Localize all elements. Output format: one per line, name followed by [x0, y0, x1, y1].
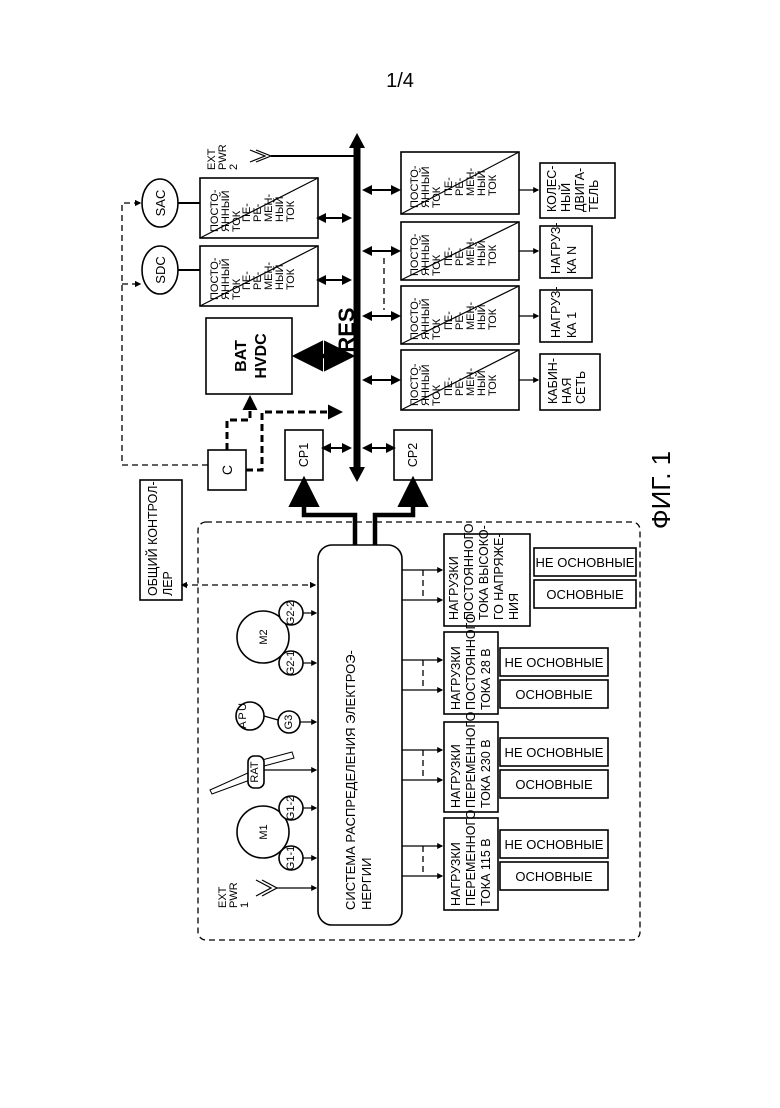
sac-node: SAC — [142, 179, 178, 227]
svg-text:G1-1: G1-1 — [285, 846, 297, 870]
m1-label: M1 — [258, 824, 270, 839]
svg-text:НЕ ОСНОВНЫЕ: НЕ ОСНОВНЫЕ — [505, 655, 604, 670]
load-cabin-network: КАБИН-НАЯСЕТЬ — [540, 354, 600, 410]
converter-right-2: ПОСТО-ЯННЫЙТОК ПЕ-РЕ-МЕН-НЫЙТОК — [401, 222, 519, 280]
power-distribution-system: СИСТЕМА РАСПРЕДЕЛЕНИЯ ЭЛЕКТРОЭ-НЕРГИИ — [318, 545, 402, 925]
apu: APU G3 — [236, 702, 316, 733]
load-wheel-motor: КОЛЕС-НЫЙДВИГА-ТЕЛЬ — [540, 163, 615, 218]
sdc-node: SDC — [142, 246, 178, 294]
svg-text:G2-1: G2-1 — [285, 651, 297, 675]
svg-text:НЕ ОСНОВНЫЕ: НЕ ОСНОВНЫЕ — [536, 555, 635, 570]
res-bus-label: RES — [334, 307, 359, 352]
svg-text:EXTPWR1: EXTPWR1 — [217, 882, 251, 908]
svg-text:G1-2: G1-2 — [285, 796, 297, 820]
c-label: C — [219, 465, 235, 475]
svg-text:НАГРУЗКИПОСТОЯННОГОТОКА 28 В: НАГРУЗКИПОСТОЯННОГОТОКА 28 В — [449, 613, 493, 710]
m2-label: M2 — [258, 629, 270, 644]
sac-label: SAC — [153, 190, 168, 217]
figure-label: ФИГ. 1 — [646, 451, 676, 529]
converter-sdc: ПОСТО-ЯННЫЙТОК ПЕ-РЕ-МЕН-НЫЙТОК — [200, 246, 318, 306]
converter-sac: ПОСТО-ЯННЫЙТОК ПЕ-РЕ-МЕН-НЫЙТОК — [200, 178, 318, 238]
cp2-label: CP2 — [406, 443, 420, 467]
general-controller: ОБЩИЙ КОНТРОЛ-ЛЕР — [140, 480, 182, 600]
ext-pwr-1: EXTPWR1 — [217, 880, 316, 908]
ext-pwr-2-label: EXTPWR2 — [206, 144, 240, 170]
res-bus: RES — [334, 133, 365, 482]
converter-right-1: ПОСТО-ЯННЫЙТОК ПЕ-РЕ-МЕН-НЫЙТОК — [401, 152, 519, 214]
svg-text:G2-2: G2-2 — [285, 601, 297, 625]
svg-text:НЕ ОСНОВНЫЕ: НЕ ОСНОВНЫЕ — [505, 837, 604, 852]
svg-text:G3: G3 — [283, 715, 295, 730]
converter-right-3: ПОСТО-ЯННЫЙТОК ПЕ-РЕ-МЕН-НЫЙТОК — [401, 286, 519, 344]
controller-c: C — [208, 450, 246, 490]
cp1: CP1 — [285, 430, 323, 480]
svg-text:ОСНОВНЫЕ: ОСНОВНЫЕ — [546, 587, 624, 602]
load-group-hvdc: НАГРУЗКИПОСТОЯННОГОТОКА ВЫСОКО-ГО НАПРЯЖ… — [444, 523, 636, 626]
load-1: НАГРУЗ-КА 1 — [540, 286, 592, 342]
cp2: CP2 — [394, 430, 432, 480]
load-n: НАГРУЗ-КА N — [540, 222, 592, 278]
svg-text:ОСНОВНЫЕ: ОСНОВНЫЕ — [515, 687, 593, 702]
bat-hvdc: BATHVDC — [206, 318, 292, 394]
ext-pwr-2: EXTPWR2 — [206, 144, 357, 170]
svg-text:ОСНОВНЫЕ: ОСНОВНЫЕ — [515, 777, 593, 792]
svg-text:RAT: RAT — [249, 761, 261, 782]
svg-text:ОСНОВНЫЕ: ОСНОВНЫЕ — [515, 869, 593, 884]
svg-text:НЕ ОСНОВНЫЕ: НЕ ОСНОВНЫЕ — [505, 745, 604, 760]
motor-m2: M2 G2-2 G2-1 — [237, 601, 316, 675]
rat-turbine: RAT — [210, 752, 316, 794]
motor-m1: M1 G1-2 G1-1 — [237, 796, 316, 870]
converter-right-4: ПОСТО-ЯННЫЙТОК ПЕ-РЕ-МЕН-НЫЙТОК — [401, 350, 519, 410]
cp1-label: CP1 — [297, 443, 311, 467]
load-group-115v-ac: НАГРУЗКИПЕРЕМЕННОГОТОКА 115 В НЕ ОСНОВНЫ… — [444, 809, 608, 910]
page-number: 1/4 — [370, 70, 430, 93]
load-group-28v-dc: НАГРУЗКИПОСТОЯННОГОТОКА 28 В НЕ ОСНОВНЫЕ… — [444, 613, 608, 714]
svg-text:APU: APU — [237, 703, 249, 729]
sdc-label: SDC — [153, 256, 168, 283]
load-group-230v-ac: НАГРУЗКИПЕРЕМЕННОГОТОКА 230 В НЕ ОСНОВНЫ… — [444, 711, 608, 812]
